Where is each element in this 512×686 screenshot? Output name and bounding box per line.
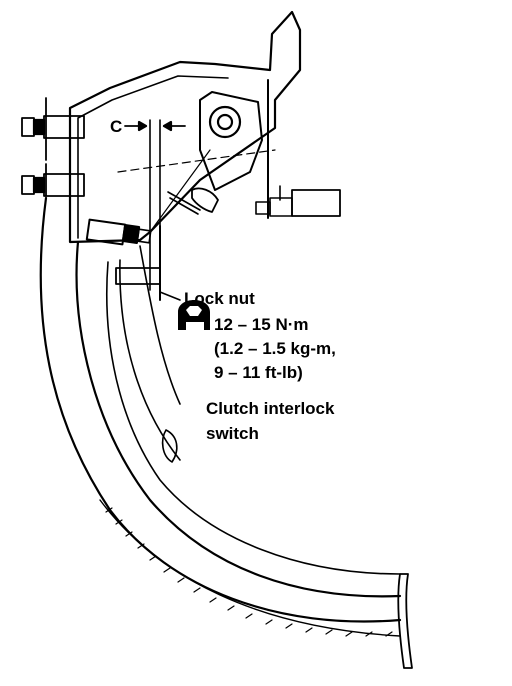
pedal-arm-back-edge — [119, 259, 181, 461]
interlock-switch-body — [85, 218, 152, 246]
stop-bracket — [191, 187, 219, 213]
torque-ftlb-label: 9 – 11 ft-lb) — [214, 363, 303, 382]
clearance-arrowhead-left — [137, 120, 148, 132]
pedal-arm-hatch — [105, 507, 393, 637]
pivot-bolt-inner — [216, 113, 234, 131]
lock-nut-bracket — [115, 267, 161, 285]
mounting-bolt-upper — [21, 97, 85, 161]
bracket-inner-edge — [77, 75, 229, 239]
interlock-switch-label-line2: switch — [206, 424, 259, 443]
leader-interlock-switch — [139, 245, 181, 405]
return-spring — [167, 191, 201, 215]
pedal-bracket — [68, 10, 302, 244]
pivot-plate — [199, 91, 263, 191]
torque-wrench-icon — [178, 300, 210, 330]
lock-nut-label: Lock nut — [184, 289, 255, 308]
torque-kgm-label: (1.2 – 1.5 kg-m, — [214, 339, 336, 358]
mounting-bolt-lower — [21, 163, 85, 197]
pedal-arm-inner — [75, 240, 402, 598]
arm-stopper — [161, 429, 178, 463]
pedal-axis-line — [149, 149, 211, 233]
pivot-bolt-outer — [208, 105, 242, 139]
interlock-switch-label-line1: Clutch interlock — [206, 399, 335, 418]
pedal-pad — [397, 573, 413, 669]
clearance-arrowhead-right — [162, 120, 173, 132]
right-switch-body — [255, 185, 341, 217]
pivot-line — [117, 149, 276, 173]
pedal-arm-front-edge — [105, 261, 401, 575]
leader-lock-nut — [159, 261, 181, 301]
torque-nm-label: 12 – 15 N·m — [214, 315, 309, 334]
pedal-arm-rib — [99, 499, 401, 637]
clearance-label: C — [110, 117, 123, 136]
